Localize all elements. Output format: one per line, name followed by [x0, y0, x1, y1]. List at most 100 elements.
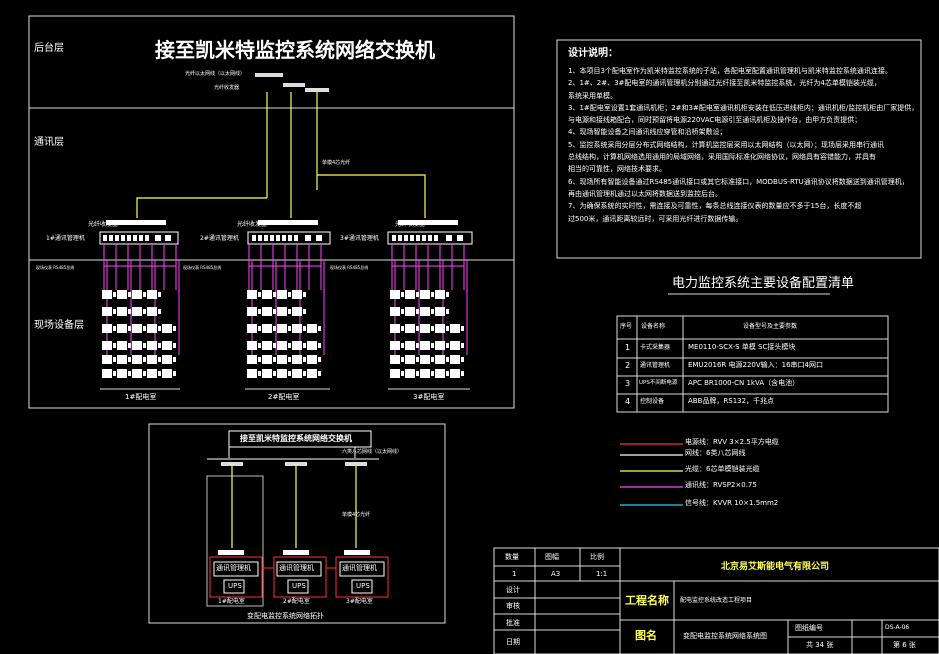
- device-terminal: [258, 343, 261, 348]
- field-device: [307, 369, 317, 378]
- device-terminal: [416, 326, 419, 331]
- device-terminal: [446, 292, 449, 297]
- device-terminal: [446, 326, 449, 331]
- device-terminal: [128, 371, 131, 376]
- device-terminal: [158, 292, 161, 297]
- tb-header-size: 图幅: [545, 553, 559, 561]
- field-device: [435, 369, 445, 378]
- room-3-label: 3#配电室: [413, 393, 445, 401]
- device-terminal: [158, 357, 161, 362]
- field-device: [307, 355, 317, 364]
- room-1-label: 1#配电室: [125, 393, 157, 401]
- device-terminal: [416, 292, 419, 297]
- legend-power: 电源线：RVV 3×2.5平方电缆: [685, 438, 779, 446]
- device-terminal: [401, 292, 404, 297]
- room-2-label: 2#配电室: [268, 393, 300, 401]
- tb-header-scale: 比例: [590, 553, 604, 561]
- field-device: [162, 369, 172, 378]
- tb-row-approve: 批准: [506, 619, 520, 627]
- switch-port-2: [283, 83, 305, 87]
- design-notes-frame: [556, 39, 922, 259]
- design-note-line: 6、现场所有智能设备通过RS485通讯接口或其它标准接口，MODBUS-RTU通…: [568, 177, 909, 186]
- station-3: [387, 220, 473, 245]
- device-terminal: [431, 309, 434, 314]
- device-terminal: [158, 309, 161, 314]
- design-note-line: 4、现场智能设备之间通讯线应穿管和沿桥架敷设；: [568, 128, 727, 137]
- field-device: [420, 341, 430, 350]
- device-terminal: [401, 371, 404, 376]
- rs485-bus-lines: [103, 244, 468, 355]
- field-device: [435, 341, 445, 350]
- field-device: [307, 324, 317, 333]
- field-device: [390, 355, 400, 364]
- device-terminal: [446, 343, 449, 348]
- fiber-trunk: [136, 92, 426, 218]
- sub-unit-2: [273, 550, 327, 598]
- title-block-grid: [493, 547, 939, 654]
- field-device: [162, 341, 172, 350]
- tb-total-sheets: 共 34 张: [806, 641, 834, 649]
- design-note-line: 5、监控系统采用分层分布式网络结构，计算机监控层采用以太网结构（以太网）；现场层…: [568, 140, 884, 149]
- device-terminal: [173, 371, 176, 376]
- table-row-1-no: 1: [625, 343, 631, 352]
- table-row-3-spec: APC BR1000-CN 1kVA（含电池）: [688, 379, 800, 387]
- field-device: [117, 369, 127, 378]
- table-row-3-no: 3: [625, 379, 631, 388]
- field-device: [147, 324, 157, 333]
- field-device: [435, 324, 445, 333]
- field-device: [435, 355, 445, 364]
- field-device: [147, 369, 157, 378]
- field-device: [102, 341, 112, 350]
- bus-note-3: 现场仪表 RS485总线: [330, 265, 369, 270]
- field-device: [277, 290, 287, 299]
- station-2: [247, 220, 331, 245]
- station-2-transceiver: 光纤收发器: [237, 221, 268, 228]
- station-3-transceiver: 光纤收发器: [395, 221, 426, 228]
- sub-cabinet-outline: [206, 475, 264, 607]
- device-terminal: [431, 326, 434, 331]
- device-terminal: [416, 343, 419, 348]
- field-device: [292, 324, 302, 333]
- field-device: [117, 341, 127, 350]
- device-terminal: [416, 371, 419, 376]
- table-row-2-spec: EMU2016R 电源220V输入：16串口4网口: [688, 361, 823, 369]
- sub-unit-2-room: 2#配电室: [283, 598, 310, 605]
- field-device: [132, 369, 142, 378]
- tb-drawing-name: 变配电监控系统网络系统图: [683, 632, 767, 640]
- device-terminal: [318, 371, 321, 376]
- field-device: [292, 355, 302, 364]
- sub-switch-box: [228, 430, 372, 448]
- tb-value-qty: 1: [512, 570, 517, 578]
- sub-title: 接至凯米特监控系统网络交换机: [240, 434, 352, 443]
- device-terminal: [273, 292, 276, 297]
- device-terminal: [113, 371, 116, 376]
- station-1-transceiver: 光纤收发器: [88, 221, 119, 228]
- tb-value-size: A3: [551, 570, 561, 578]
- field-device: [247, 369, 257, 378]
- device-terminal: [273, 309, 276, 314]
- device-terminal: [143, 357, 146, 362]
- device-terminal: [318, 343, 321, 348]
- station-1: [99, 220, 179, 245]
- field-device: [117, 290, 127, 299]
- field-device: [117, 355, 127, 364]
- sub-fiber-note: 单模4芯光纤: [342, 512, 371, 518]
- station-3-manager: 3#通讯管理机: [340, 235, 379, 242]
- legend-fiber: 光缆：6芯单模铠装光缆: [685, 465, 760, 473]
- field-device: [102, 369, 112, 378]
- field-device: [435, 290, 445, 299]
- field-device: [420, 355, 430, 364]
- sub-unit-2-manager: 通讯管理机: [279, 564, 314, 572]
- device-terminal: [128, 326, 131, 331]
- device-terminal: [303, 343, 306, 348]
- field-device: [102, 355, 112, 364]
- device-terminal: [173, 343, 176, 348]
- device-terminal: [401, 343, 404, 348]
- device-terminal: [258, 292, 261, 297]
- sub-fiber-lines: [231, 466, 357, 548]
- field-device: [292, 290, 302, 299]
- field-device: [147, 290, 157, 299]
- device-terminal: [113, 343, 116, 348]
- field-device: [292, 307, 302, 316]
- field-device: [262, 307, 272, 316]
